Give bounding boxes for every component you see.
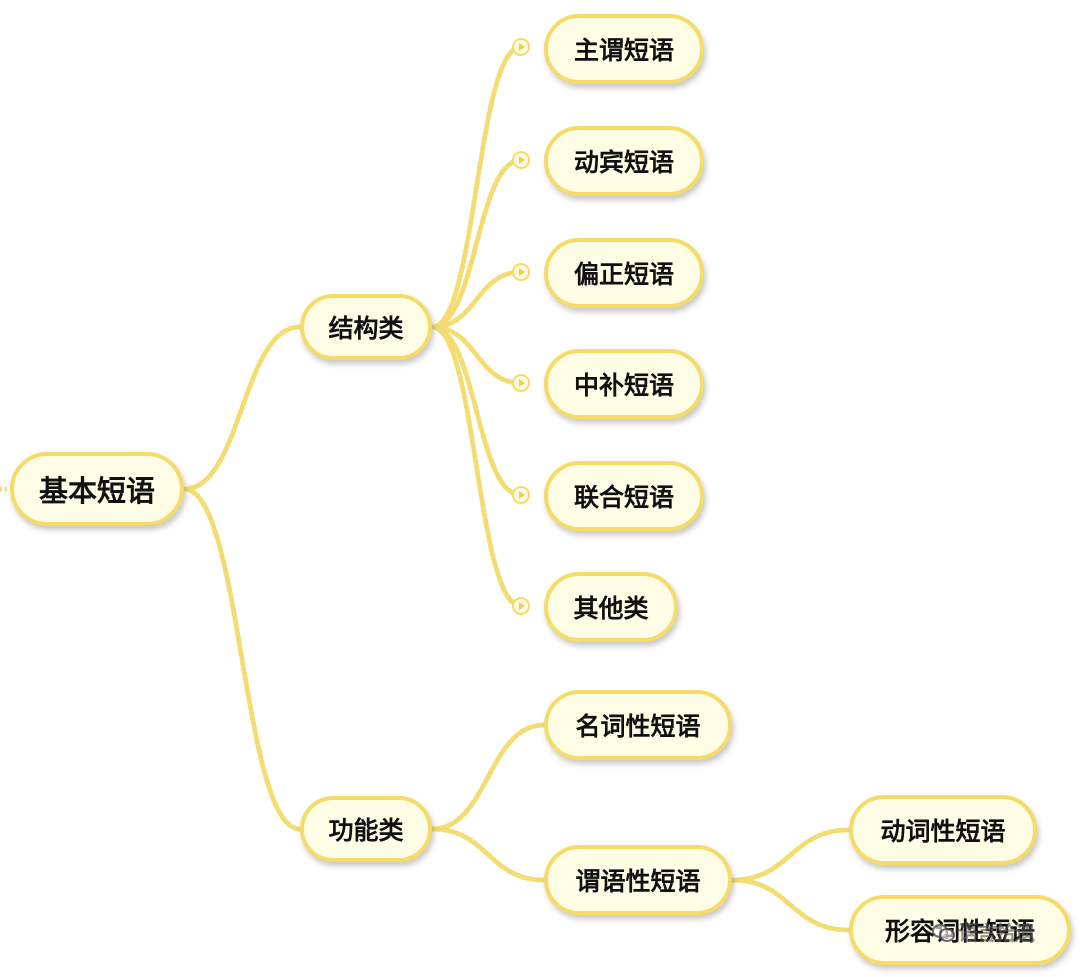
expand-toggle-icon[interactable] [512,486,530,504]
connector-line [429,44,524,330]
leaf-node-verb-object[interactable]: 动宾短语 [544,126,704,196]
expand-toggle-icon[interactable] [512,151,530,169]
expand-toggle-icon[interactable] [512,597,530,615]
connector-line [729,827,852,883]
root-node[interactable]: 基本短语 [10,452,184,526]
leaf-node-coordinate[interactable]: 联合短语 [544,461,704,531]
connector-line [429,324,524,386]
connector-line [429,269,524,330]
branch-node-function[interactable]: 功能类 [300,796,432,862]
watermark: 语言拾遗 [932,918,1042,945]
expand-toggle-icon[interactable] [512,38,530,56]
chat-bubbles-icon [932,922,955,942]
connector-line [429,722,547,832]
branch-node-predicative[interactable]: 谓语性短语 [544,845,732,915]
leaf-node-others[interactable]: 其他类 [544,572,678,642]
leaf-node-adjectival[interactable]: 形容词性短语 [849,895,1071,965]
connector-line [181,324,303,492]
connector-line [181,486,303,832]
leaf-node-verbal[interactable]: 动词性短语 [849,795,1037,865]
expand-toggle-icon[interactable] [512,263,530,281]
connector-line [429,826,547,883]
leaf-node-verb-complement[interactable]: 中补短语 [544,349,704,419]
branch-node-structure[interactable]: 结构类 [300,294,432,360]
watermark-text: 语言拾遗 [958,920,1035,945]
expand-toggle-icon[interactable] [512,374,530,392]
connector-line [429,324,524,609]
leaf-node-nominal[interactable]: 名词性短语 [544,690,732,760]
connector-line [429,157,524,330]
connector-line [729,877,852,933]
leaf-node-subject-predicate[interactable]: 主谓短语 [544,14,704,84]
leaf-node-modifier-head[interactable]: 偏正短语 [544,238,704,308]
